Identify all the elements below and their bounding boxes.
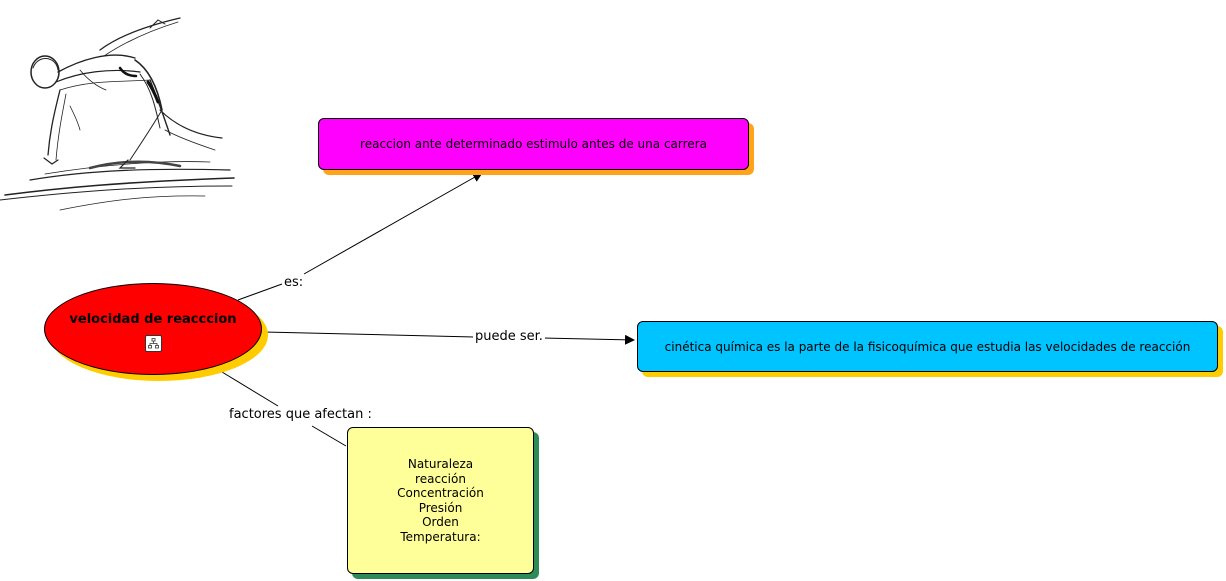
factor-item: Concentración	[397, 486, 484, 500]
factor-item: Naturaleza	[407, 457, 474, 471]
central-concept-label: velocidad de reacccion	[69, 312, 237, 327]
factor-item: Temperatura:	[400, 529, 481, 544]
submap-icon[interactable]	[144, 335, 162, 352]
central-concept-node[interactable]: velocidad de reacccion	[44, 283, 262, 375]
kinetics-concept-label: cinética química es la parte de la fisic…	[664, 339, 1191, 354]
link-line-puede-ser-2	[541, 334, 635, 345]
factor-item: Orden	[422, 515, 459, 529]
stimulus-concept-node[interactable]: reaccion ante determinado estimulo antes…	[318, 118, 749, 170]
link-label-factores: factores que afectan :	[227, 407, 374, 422]
stimulus-concept-label: reaccion ante determinado estimulo antes…	[360, 137, 707, 151]
factor-item: Presión	[418, 500, 463, 515]
link-line-puede-ser-1	[263, 331, 475, 338]
link-line-factores-1	[221, 371, 279, 407]
link-label-es: es:	[282, 275, 306, 290]
kinetics-concept-node[interactable]: cinética química es la parte de la fisic…	[637, 321, 1218, 372]
factors-concept-node[interactable]: Naturaleza reacción Concentración Presió…	[347, 427, 534, 574]
link-label-puede-ser: puede ser.	[473, 329, 545, 344]
link-line-es-1	[237, 283, 283, 301]
runner-sketch-image	[0, 17, 235, 211]
factor-item: reacción	[415, 471, 466, 486]
link-line-factores-2	[311, 425, 347, 447]
link-line-es-2	[303, 172, 483, 275]
